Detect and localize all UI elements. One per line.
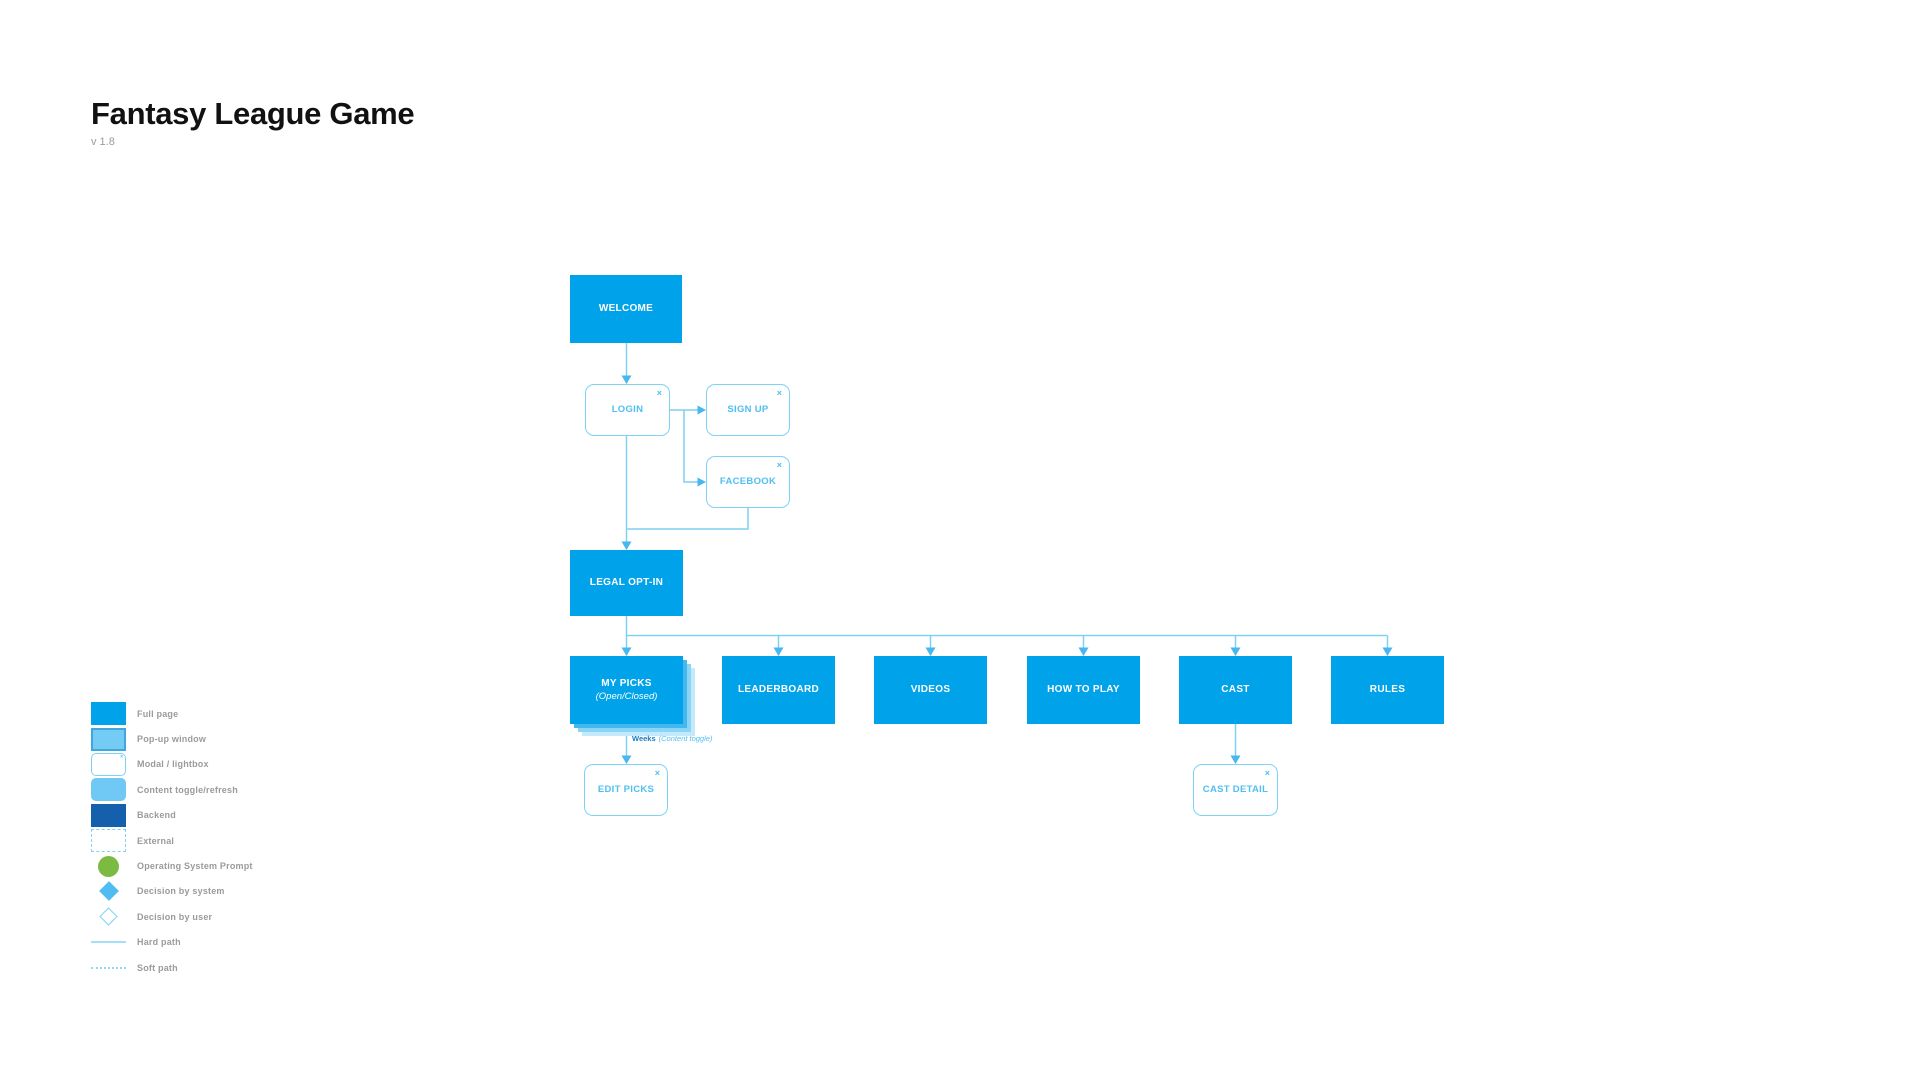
external-swatch [91, 829, 126, 853]
node-welcome: WELCOME [570, 275, 682, 343]
close-icon: × [776, 388, 782, 398]
close-icon: × [776, 460, 782, 470]
soft-path-line [91, 966, 126, 969]
version-label: v 1.8 [91, 136, 115, 148]
close-icon: × [120, 753, 123, 760]
node-welcome-label: WELCOME [598, 303, 654, 315]
node-cast-label: CAST [1221, 684, 1250, 696]
node-my-picks: MY PICKS (Open/Closed) [570, 656, 683, 724]
node-cast: CAST [1179, 656, 1292, 724]
node-rules-label: RULES [1369, 684, 1406, 696]
close-icon: × [654, 768, 660, 778]
legend-item-backend: Backend [91, 803, 253, 828]
node-my-picks-label: MY PICKS [601, 678, 652, 690]
backend-swatch [91, 803, 126, 827]
node-sign-up: × SIGN UP [706, 384, 790, 436]
node-how-to-play: HOW TO PLAY [1027, 656, 1140, 724]
node-rules: RULES [1331, 656, 1444, 724]
legend-item-soft-path: Soft path [91, 955, 253, 980]
node-videos-label: VIDEOS [910, 684, 951, 696]
node-leaderboard: LEADERBOARD [722, 656, 835, 724]
edge-label-weeks-italic: (Content toggle) [658, 734, 713, 743]
full-page-swatch [91, 702, 126, 726]
document-header: Fantasy League Game v 1.8 [91, 96, 415, 148]
content-toggle-swatch [91, 778, 126, 802]
page-title: Fantasy League Game [91, 96, 415, 131]
node-edit-picks: × EDIT PICKS [584, 764, 668, 816]
hard-path-line [91, 941, 126, 944]
popup-window-swatch [91, 727, 126, 751]
legend-item-content-toggle: Content toggle/refresh [91, 777, 253, 802]
node-login: × LOGIN [585, 384, 670, 436]
close-icon: × [656, 388, 662, 398]
edge-label-weeks: Weeks(Content toggle) [632, 734, 712, 743]
legend-item-decision-by-system: Decision by system [91, 879, 253, 904]
node-cast-detail: × CAST DETAIL [1193, 764, 1278, 816]
node-how-to-play-label: HOW TO PLAY [1047, 684, 1120, 696]
decision-system-diamond [98, 881, 119, 902]
node-legal-opt-in-label: LEGAL OPT-IN [589, 577, 664, 589]
legend-item-decision-by-user: Decision by user [91, 904, 253, 929]
legend-item-full-page: Full page [91, 701, 253, 726]
decision-user-diamond [99, 907, 118, 927]
node-legal-opt-in: LEGAL OPT-IN [570, 550, 683, 616]
node-facebook-label: FACEBOOK [719, 475, 777, 487]
node-my-picks-sublabel: (Open/Closed) [595, 690, 658, 702]
node-edit-picks-label: EDIT PICKS [597, 783, 655, 795]
legend-item-external: External [91, 828, 253, 853]
legend-item-hard-path: Hard path [91, 930, 253, 955]
node-leaderboard-label: LEADERBOARD [737, 684, 820, 696]
node-videos: VIDEOS [874, 656, 987, 724]
edge-label-weeks-bold: Weeks [632, 734, 656, 743]
legend: Full page Pop-up window × Modal / lightb… [91, 701, 253, 980]
close-icon: × [1264, 768, 1270, 778]
legend-item-modal-lightbox: × Modal / lightbox [91, 752, 253, 777]
node-cast-detail-label: CAST DETAIL [1202, 783, 1269, 795]
node-login-label: LOGIN [611, 403, 644, 415]
os-prompt-circle [98, 855, 119, 877]
node-sign-up-label: SIGN UP [727, 403, 769, 415]
legend-item-os-prompt: Operating System Prompt [91, 853, 253, 878]
modal-lightbox-swatch: × [91, 752, 126, 776]
legend-item-popup-window: Pop-up window [91, 726, 253, 751]
node-facebook: × FACEBOOK [706, 456, 790, 508]
